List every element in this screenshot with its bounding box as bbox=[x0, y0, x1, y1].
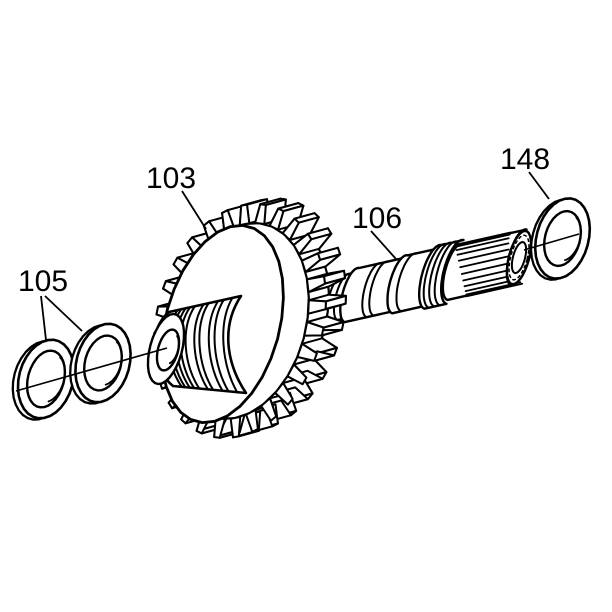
drum-groove bbox=[184, 305, 201, 390]
gear-tooth bbox=[254, 203, 267, 225]
gear-tooth bbox=[306, 275, 326, 294]
centerline-left bbox=[15, 347, 168, 392]
spline-line bbox=[457, 248, 510, 262]
gear-tooth bbox=[245, 408, 259, 433]
leader-148 bbox=[528, 171, 550, 200]
washer-105-a-inner-echo bbox=[47, 356, 66, 403]
callout-105: 105 bbox=[18, 265, 68, 298]
gear-tooth bbox=[300, 252, 322, 273]
spline-line bbox=[459, 255, 511, 269]
callout-106: 106 bbox=[352, 202, 402, 235]
shaft-ring-groove bbox=[395, 252, 418, 313]
shaft-ring-groove bbox=[428, 241, 453, 308]
spline-line bbox=[454, 233, 511, 248]
leader-105-a bbox=[40, 295, 47, 341]
shaft-end-inner bbox=[510, 241, 528, 275]
shaft-ring-groove bbox=[368, 260, 390, 317]
shaft-collar bbox=[418, 238, 465, 310]
gear-tooth bbox=[238, 203, 251, 227]
drum-groove bbox=[222, 296, 239, 394]
thrust-washers-part-105 bbox=[11, 322, 132, 421]
leader-103 bbox=[181, 190, 207, 230]
centerlines bbox=[15, 233, 580, 392]
leader-lines bbox=[40, 171, 550, 341]
gear-tooth bbox=[268, 207, 285, 231]
shaft-part-106 bbox=[304, 228, 533, 328]
callout-148: 148 bbox=[500, 143, 550, 176]
gear-tooth bbox=[229, 415, 242, 439]
gear-tooth bbox=[292, 232, 313, 256]
gear-tooth bbox=[296, 342, 318, 362]
callout-103: 103 bbox=[146, 162, 196, 195]
gear-tooth bbox=[281, 217, 300, 241]
spline-line bbox=[460, 262, 512, 275]
gear-tooth bbox=[274, 382, 294, 406]
callout-labels: 103 105 106 148 bbox=[18, 143, 550, 298]
spline-serration bbox=[508, 234, 530, 281]
washer-105-a-inner bbox=[25, 349, 67, 409]
gear-tooth bbox=[303, 321, 325, 337]
spline-line bbox=[465, 282, 524, 298]
shaft-ring-groove bbox=[433, 240, 458, 307]
shaft-ring-groove bbox=[422, 242, 447, 309]
washer-105-b-inner-echo bbox=[104, 341, 123, 386]
drum-groove bbox=[213, 298, 230, 393]
spline-line bbox=[456, 242, 510, 256]
washer-105-b-inner bbox=[83, 334, 123, 392]
shaft-ring-groove bbox=[361, 262, 383, 319]
drum-groove bbox=[198, 302, 215, 391]
spline-line bbox=[454, 231, 512, 246]
hub-bore-depth-arc bbox=[168, 335, 180, 365]
spline-line bbox=[455, 237, 510, 251]
drum-groove bbox=[207, 300, 224, 392]
washer-148-inner-echo bbox=[564, 216, 582, 261]
spline-line bbox=[462, 268, 514, 282]
gear-tooth bbox=[260, 397, 278, 422]
leader-105-b bbox=[44, 295, 83, 332]
gear-tooth bbox=[286, 363, 308, 386]
centerline-right bbox=[523, 233, 580, 251]
drum-groove bbox=[193, 303, 209, 391]
leader-106 bbox=[370, 230, 397, 260]
gear-tooth bbox=[307, 299, 327, 315]
